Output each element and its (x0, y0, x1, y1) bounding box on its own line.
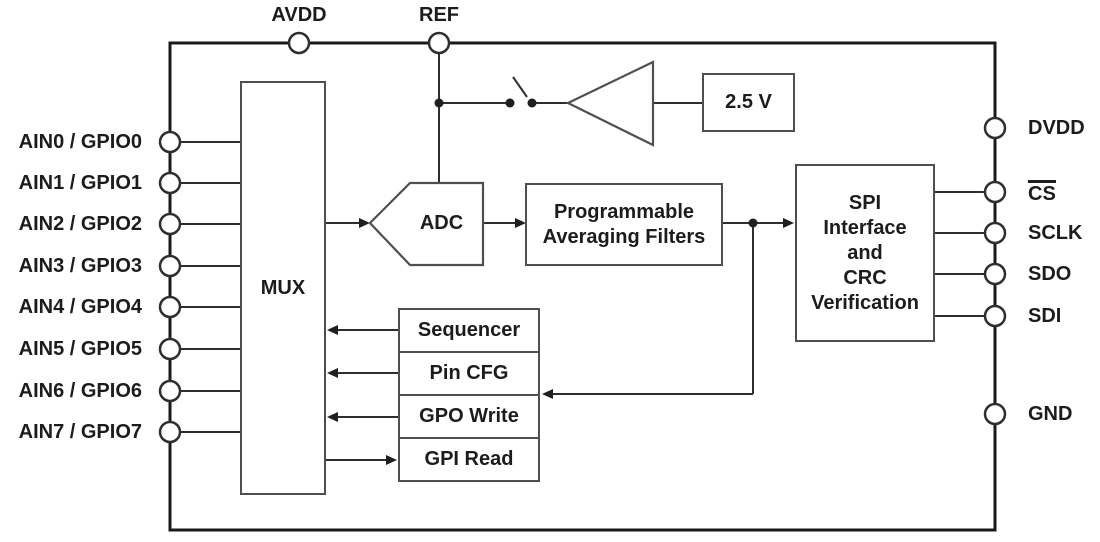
pin-label-ain4: AIN4 / GPIO4 (18, 296, 142, 318)
arrow-sequencer-into-mux (327, 325, 338, 335)
adc-label: ADC (419, 211, 464, 234)
pin-cfg-label: Pin CFG (429, 362, 509, 384)
gpo-write-label: GPO Write (419, 405, 519, 427)
pin-circle-ain5 (158, 337, 182, 361)
spi-label-line3: and (847, 241, 883, 264)
filters-label-line2: Averaging Filters (542, 225, 706, 248)
spi-label-line2: Interface (823, 216, 907, 239)
spi-label-line1: SPI (848, 191, 882, 214)
arrow-into-adc (359, 218, 370, 228)
arrow-pincfg-into-mux (327, 368, 338, 378)
vref-2p5v-block: 2.5 V (702, 73, 795, 132)
pin-label-ain0: AIN0 / GPIO0 (18, 131, 142, 153)
gpi-read-label: GPI Read (424, 448, 514, 470)
spi-interface-block: SPI Interface and CRC Verification (795, 164, 935, 342)
arrow-gpowrite-into-mux (327, 412, 338, 422)
pin-label-dvdd: DVDD (1028, 117, 1085, 139)
pin-label-ain3: AIN3 / GPIO3 (18, 255, 142, 277)
junction-dots (434, 98, 758, 228)
programmable-averaging-filters-block: Programmable Averaging Filters (525, 183, 723, 266)
pin-circle-avdd (287, 31, 311, 55)
pin-circle-ain4 (158, 295, 182, 319)
gpi-read-block: GPI Read (398, 437, 540, 482)
adc-block-shape (368, 181, 485, 267)
arrow-into-stack (542, 389, 553, 399)
switch-lever (512, 76, 528, 98)
arrow-into-spi (783, 218, 794, 228)
mux-block: MUX (240, 81, 326, 495)
sequencer-label: Sequencer (417, 319, 521, 341)
buffer-amplifier-shape (565, 60, 655, 147)
chip-outline (168, 41, 997, 532)
pin-circle-cs (983, 180, 1007, 204)
pin-circle-gnd (983, 402, 1007, 426)
pin-label-ain5: AIN5 / GPIO5 (18, 338, 142, 360)
pin-label-sdo: SDO (1028, 263, 1072, 285)
pin-circle-ain3 (158, 254, 182, 278)
pin-label-gnd: GND (1028, 403, 1073, 425)
pin-label-avdd: AVDD (271, 4, 327, 26)
pin-label-ain6: AIN6 / GPIO6 (18, 380, 142, 402)
pin-circle-dvdd (983, 116, 1007, 140)
pin-cfg-block: Pin CFG (398, 351, 540, 396)
switch-contact-right (527, 98, 537, 108)
junction-filters-out (748, 218, 758, 228)
pin-circles (158, 31, 1007, 444)
arrowheads (327, 218, 794, 465)
pin-circle-sdi (983, 304, 1007, 328)
wires (170, 53, 986, 461)
pin-label-sdi: SDI (1028, 305, 1062, 327)
pin-circle-ain6 (158, 379, 182, 403)
pin-circle-sdo (983, 262, 1007, 286)
filters-label-line1: Programmable (553, 200, 695, 223)
pin-circle-sclk (983, 221, 1007, 245)
pin-circle-ain7 (158, 420, 182, 444)
switch-contact-left (505, 98, 515, 108)
pin-label-ain1: AIN1 / GPIO1 (18, 172, 142, 194)
pin-circle-ain0 (158, 130, 182, 154)
pin-circle-ain2 (158, 212, 182, 236)
pin-label-ain7: AIN7 / GPIO7 (18, 421, 142, 443)
sequencer-block: Sequencer (398, 308, 540, 353)
pin-label-cs: CS (1028, 180, 1100, 206)
pin-label-sclk: SCLK (1028, 222, 1083, 244)
pin-circle-ref (427, 31, 451, 55)
pin-label-ref: REF (419, 4, 459, 26)
pin-circle-ain1 (158, 171, 182, 195)
arrow-into-filters (515, 218, 526, 228)
junction-ref (434, 98, 444, 108)
gpo-write-block: GPO Write (398, 394, 540, 439)
spi-label-line5: Verification (811, 291, 919, 314)
spi-label-line4: CRC (843, 266, 887, 289)
pin-label-cs-overline: CS (1028, 180, 1056, 204)
vref-label: 2.5 V (725, 91, 772, 113)
pin-label-ain2: AIN2 / GPIO2 (18, 213, 142, 235)
arrow-into-gpiread (386, 455, 397, 465)
mux-label: MUX (260, 276, 306, 299)
